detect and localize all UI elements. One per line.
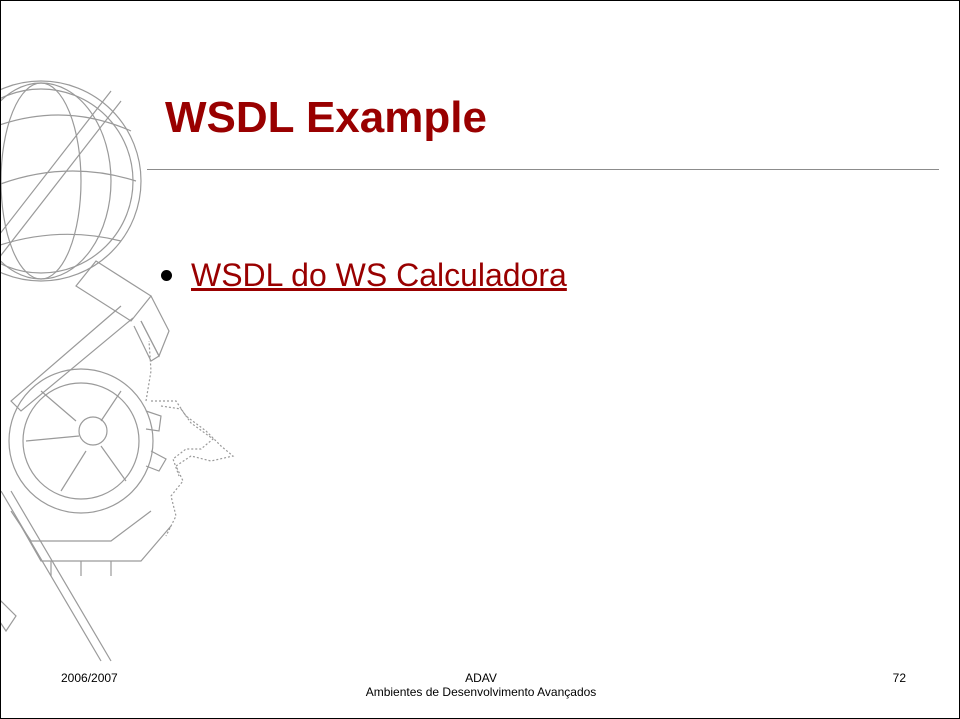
- footer-course-abbrev: ADAV: [465, 671, 497, 685]
- hammer-drawing: [10, 260, 170, 412]
- footer-course: ADAV Ambientes de Desenvolvimento Avança…: [331, 671, 631, 699]
- university-emblem-watermark: [1, 80, 235, 662]
- footer-date: 2006/2007: [61, 671, 118, 685]
- lightning-drawing: [145, 340, 235, 537]
- footer-course-name: Ambientes de Desenvolvimento Avançados: [365, 685, 597, 699]
- gear-drawing: [8, 368, 172, 576]
- slide-number: 72: [892, 671, 906, 685]
- wsdl-calculadora-link[interactable]: WSDL do WS Calculadora: [191, 256, 567, 293]
- armillary-sphere-drawing: [1, 80, 142, 282]
- bullet-dot-icon: [161, 269, 172, 281]
- slide-title: WSDL Example: [165, 93, 487, 142]
- bullet-item: WSDL do WS Calculadora: [161, 253, 567, 297]
- bullet-list: WSDL do WS Calculadora: [161, 253, 567, 297]
- title-divider: [147, 169, 939, 170]
- compass-drawing: [1, 490, 112, 662]
